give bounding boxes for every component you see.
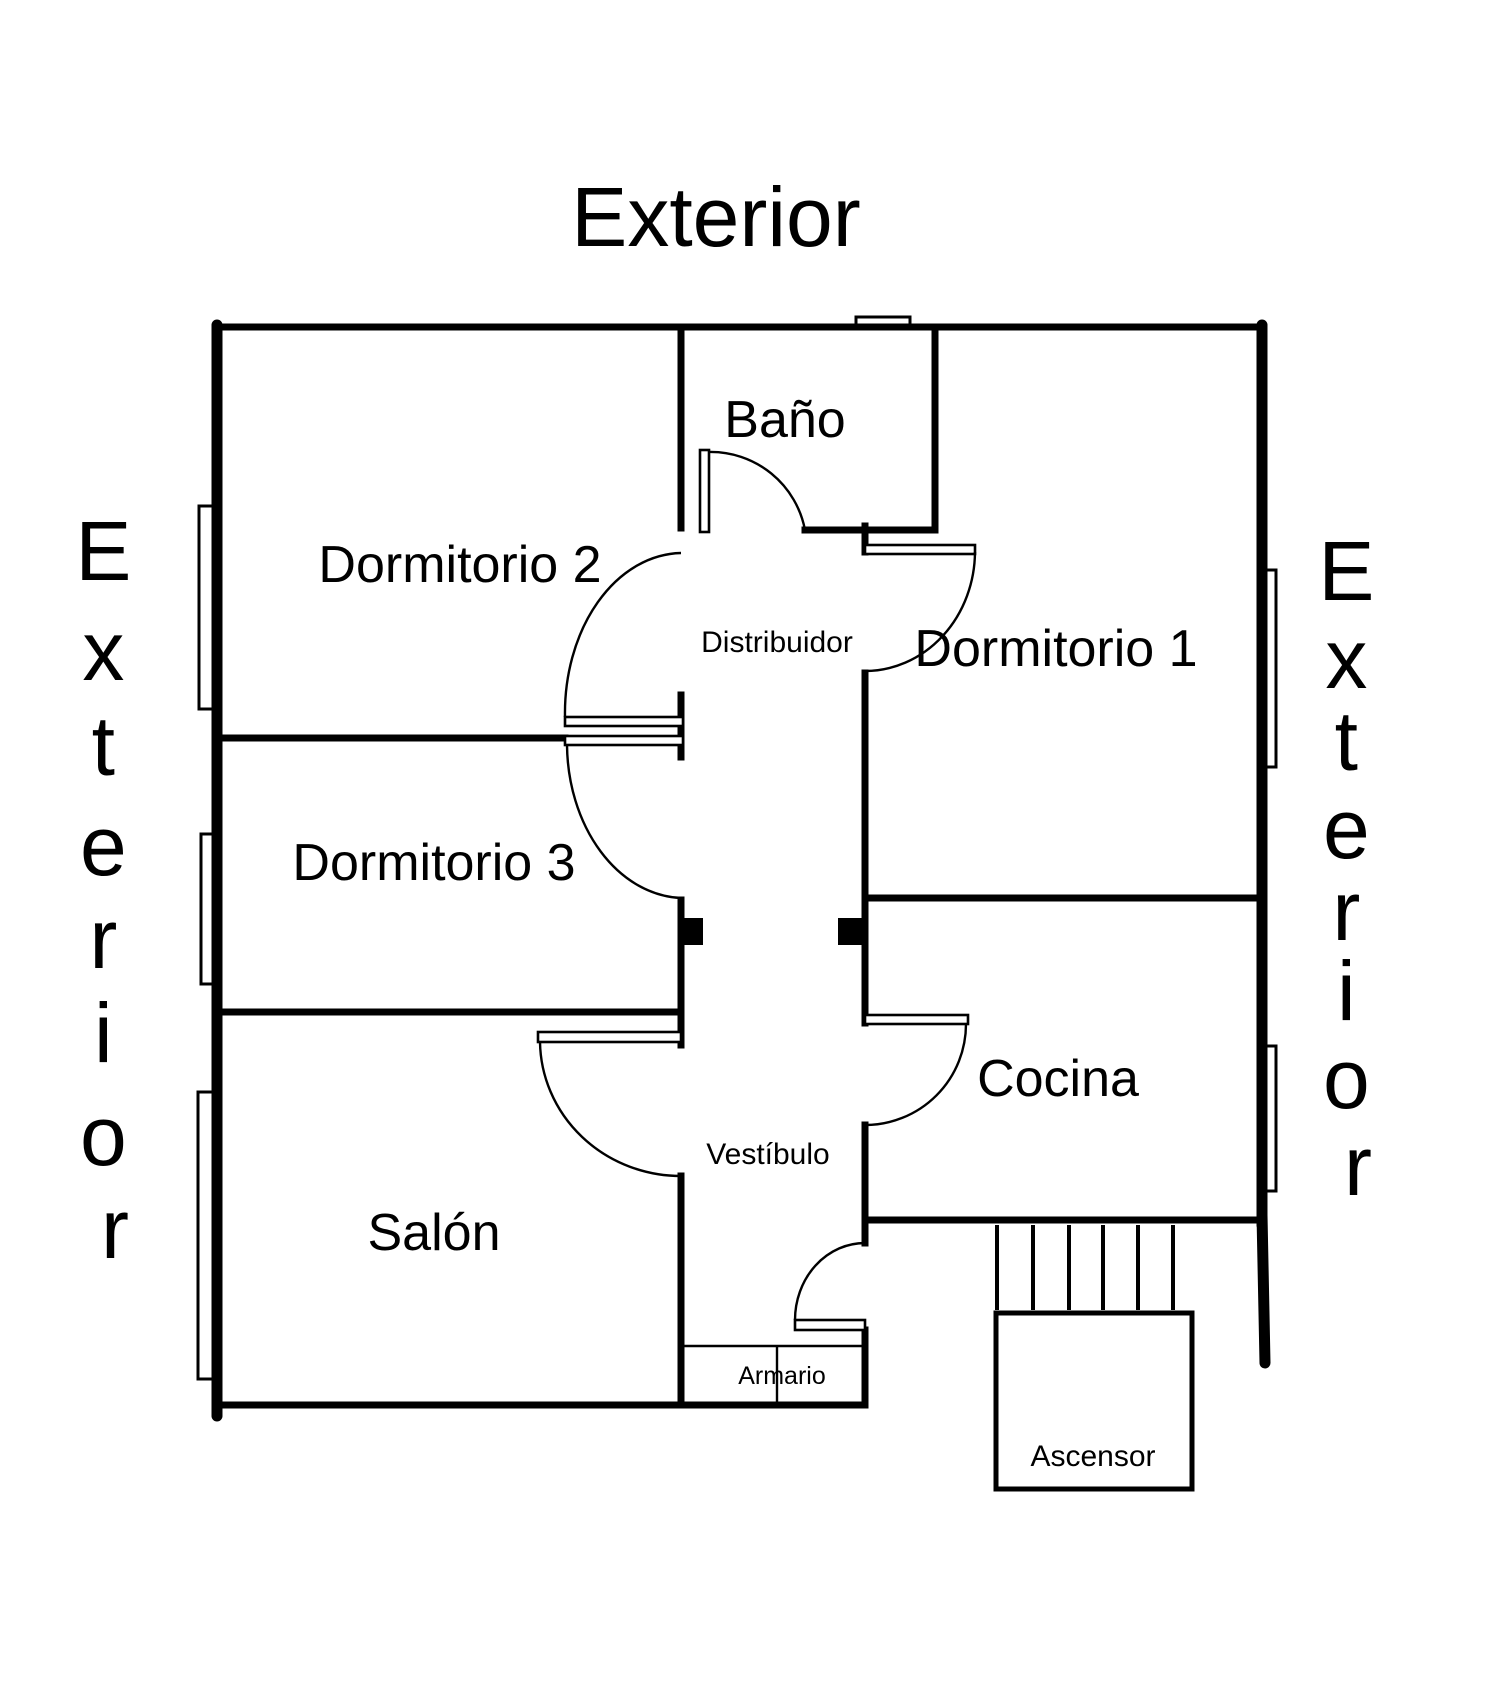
exterior-left-letter: r (101, 1182, 129, 1276)
exterior-left-letter: t (92, 699, 115, 793)
jamb-cocina (838, 918, 862, 945)
exterior-right-letter: x (1325, 612, 1367, 706)
jamb-dormitorio-3 (683, 918, 703, 945)
door-dormitorio-2 (563, 551, 685, 728)
door-entrance (793, 1241, 867, 1332)
door-dormitorio-3 (563, 734, 685, 900)
exterior-right-letter: t (1335, 694, 1358, 788)
door-bano (698, 448, 807, 534)
stairs (995, 1225, 1175, 1310)
room-label-armario: Armario (738, 1362, 826, 1390)
exterior-left-letter: r (89, 892, 117, 986)
room-label-salon: Salón (368, 1204, 501, 1262)
interior-walls (213, 326, 1266, 1409)
door-dormitorio-1 (863, 543, 977, 673)
room-label-bano: Baño (724, 391, 845, 449)
exterior-right-letter: E (1318, 524, 1374, 618)
room-label-dormitorio-2: Dormitorio 2 (318, 536, 601, 594)
exterior-right-letter: r (1332, 864, 1360, 958)
exterior-right-letter: o (1323, 1032, 1370, 1126)
exterior-top-label: Exterior (571, 170, 860, 264)
room-label-ascensor: Ascensor (1030, 1440, 1155, 1473)
room-label-cocina: Cocina (977, 1050, 1139, 1108)
exterior-right-letter: r (1344, 1119, 1372, 1213)
exterior-left-letter: i (94, 986, 113, 1080)
ascensor-box (993, 1310, 1195, 1492)
room-label-dormitorio-1: Dormitorio 1 (914, 620, 1197, 678)
exterior-left-letter: x (82, 604, 124, 698)
room-label-distribuidor: Distribuidor (701, 626, 853, 659)
exterior-left-label: E x t e r i o r (75, 504, 154, 1276)
exterior-left-letter: o (80, 1089, 127, 1183)
exterior-right-letter: e (1323, 782, 1370, 876)
exterior-right-letter: i (1337, 944, 1356, 1038)
room-label-dormitorio-3: Dormitorio 3 (292, 834, 575, 892)
outer-walls (211, 319, 1271, 1422)
door-salon (536, 1030, 683, 1178)
exterior-left-letter: e (80, 799, 127, 893)
exterior-right-label: E x t e r i o r (1318, 524, 1397, 1213)
exterior-left-letter: E (75, 504, 131, 598)
room-label-vestibulo: Vestíbulo (706, 1138, 829, 1171)
door-cocina (863, 1013, 970, 1127)
